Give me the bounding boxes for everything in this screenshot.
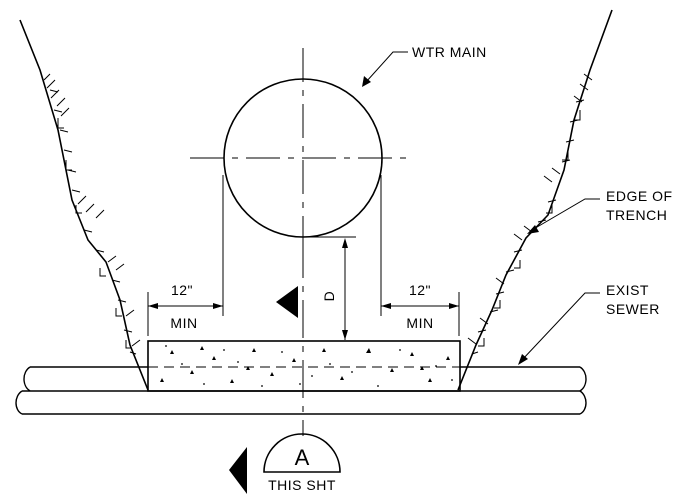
section-sheet-label: THIS SHT [268,477,336,493]
section-letter: A [295,445,310,470]
edge-of-trench-label-2: TRENCH [606,207,667,223]
section-arrow-upper [276,286,298,318]
edge-of-trench-callout: EDGE OF TRENCH [527,188,673,234]
right-min-label: MIN [406,315,433,331]
section-cut-line [276,240,304,436]
section-arrow-lower [229,447,247,494]
depth-label: D [321,291,337,302]
left-clearance-dimension: 12" MIN [147,175,224,336]
left-min-label: MIN [170,315,197,331]
concrete-pad [147,340,461,392]
exist-sewer-callout: EXIST SEWER [518,282,660,365]
section-marker: A THIS SHT [229,433,341,494]
exist-sewer-label-2: SEWER [606,301,660,317]
right-clearance-dimension: 12" MIN [380,175,460,336]
water-main-callout: WTR MAIN [362,44,487,87]
left-clearance-label: 12" [171,282,193,298]
exist-sewer-label-1: EXIST [606,282,649,298]
water-main-pipe [190,48,412,240]
right-trench-edge [457,9,613,391]
right-clearance-label: 12" [409,282,431,298]
left-trench-edge [19,19,149,391]
edge-of-trench-label-1: EDGE OF [606,188,673,204]
concrete-aggregate [160,345,453,387]
depth-dimension: D [305,236,356,340]
water-main-label: WTR MAIN [412,44,487,60]
